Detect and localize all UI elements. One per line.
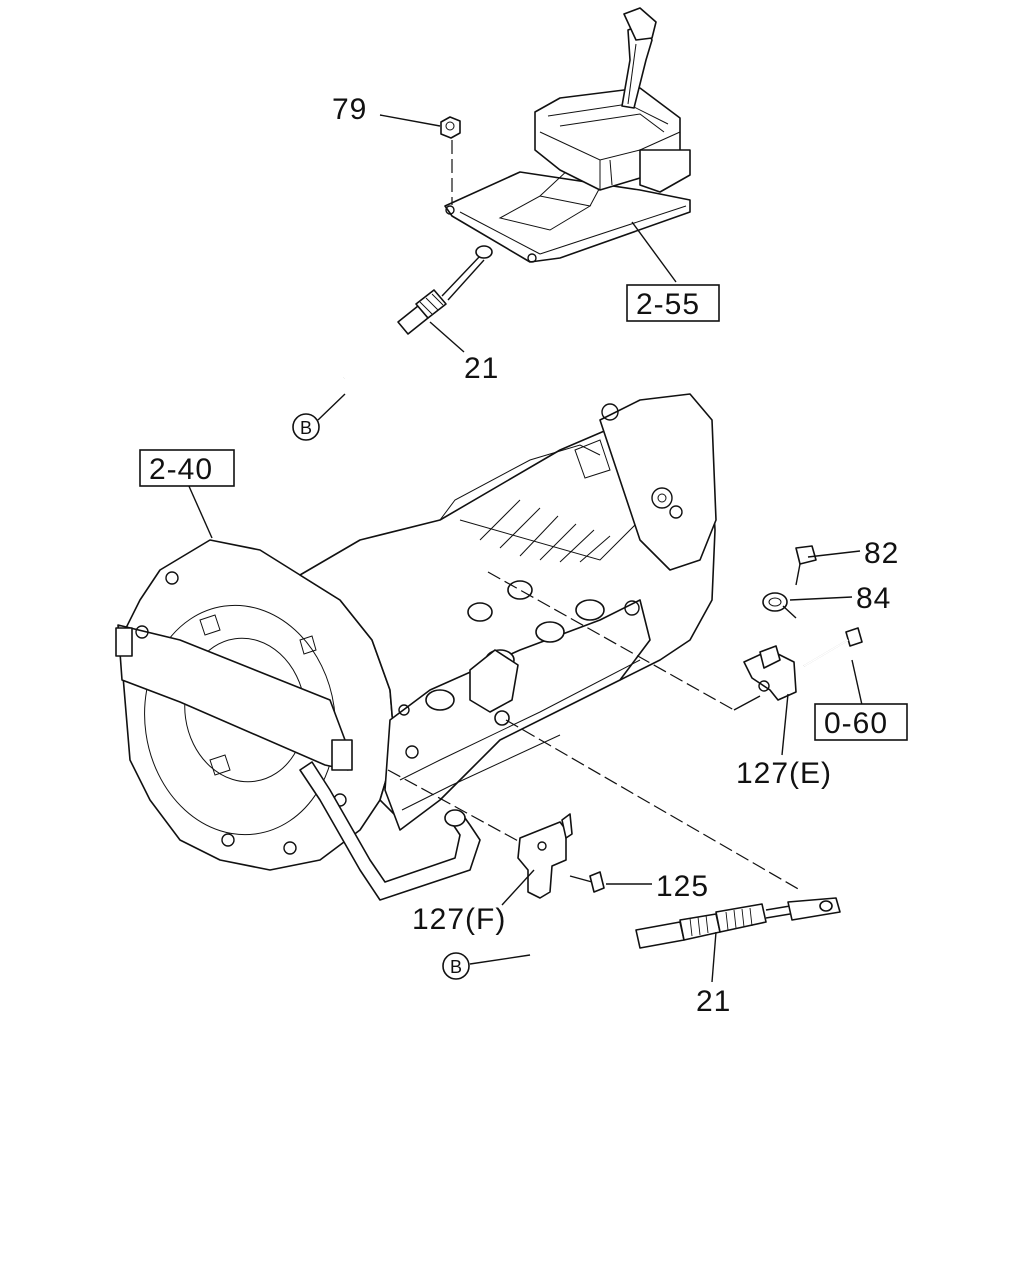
shift-cable-upper bbox=[343, 245, 493, 379]
callout-21-upper: 21 bbox=[464, 352, 499, 385]
ref-2-55: 2-55 bbox=[636, 288, 700, 321]
leader-lines bbox=[187, 114, 863, 983]
clip-84 bbox=[762, 592, 797, 619]
shift-lever-assembly bbox=[440, 7, 691, 263]
callout-127e: 127(E) bbox=[736, 757, 832, 790]
ref-2-40: 2-40 bbox=[149, 453, 213, 486]
nut-79 bbox=[440, 116, 461, 139]
bracket-127e bbox=[743, 645, 797, 701]
bolt-long bbox=[803, 627, 863, 667]
bolt-82 bbox=[795, 545, 817, 586]
callout-82: 82 bbox=[864, 537, 899, 570]
bolt-125 bbox=[569, 871, 605, 893]
connector-b-lower: B bbox=[442, 952, 470, 980]
ref-0-60: 0-60 bbox=[824, 707, 888, 740]
ref-box-2-55: 2-55 bbox=[626, 284, 720, 322]
connector-b-lower-label: B bbox=[450, 957, 462, 977]
connector-b-upper-label: B bbox=[300, 418, 312, 438]
callout-84: 84 bbox=[856, 582, 891, 615]
connector-b-upper: B bbox=[292, 413, 320, 441]
ref-box-2-40: 2-40 bbox=[139, 449, 235, 487]
callout-79: 79 bbox=[332, 93, 367, 126]
callout-125: 125 bbox=[656, 870, 709, 903]
ref-box-0-60: 0-60 bbox=[814, 703, 908, 741]
callout-127f: 127(F) bbox=[412, 903, 506, 936]
bracket-127f bbox=[517, 813, 573, 899]
callout-21-lower: 21 bbox=[696, 985, 731, 1018]
transmission-housing bbox=[115, 393, 717, 901]
shift-cable-lower bbox=[529, 897, 841, 957]
